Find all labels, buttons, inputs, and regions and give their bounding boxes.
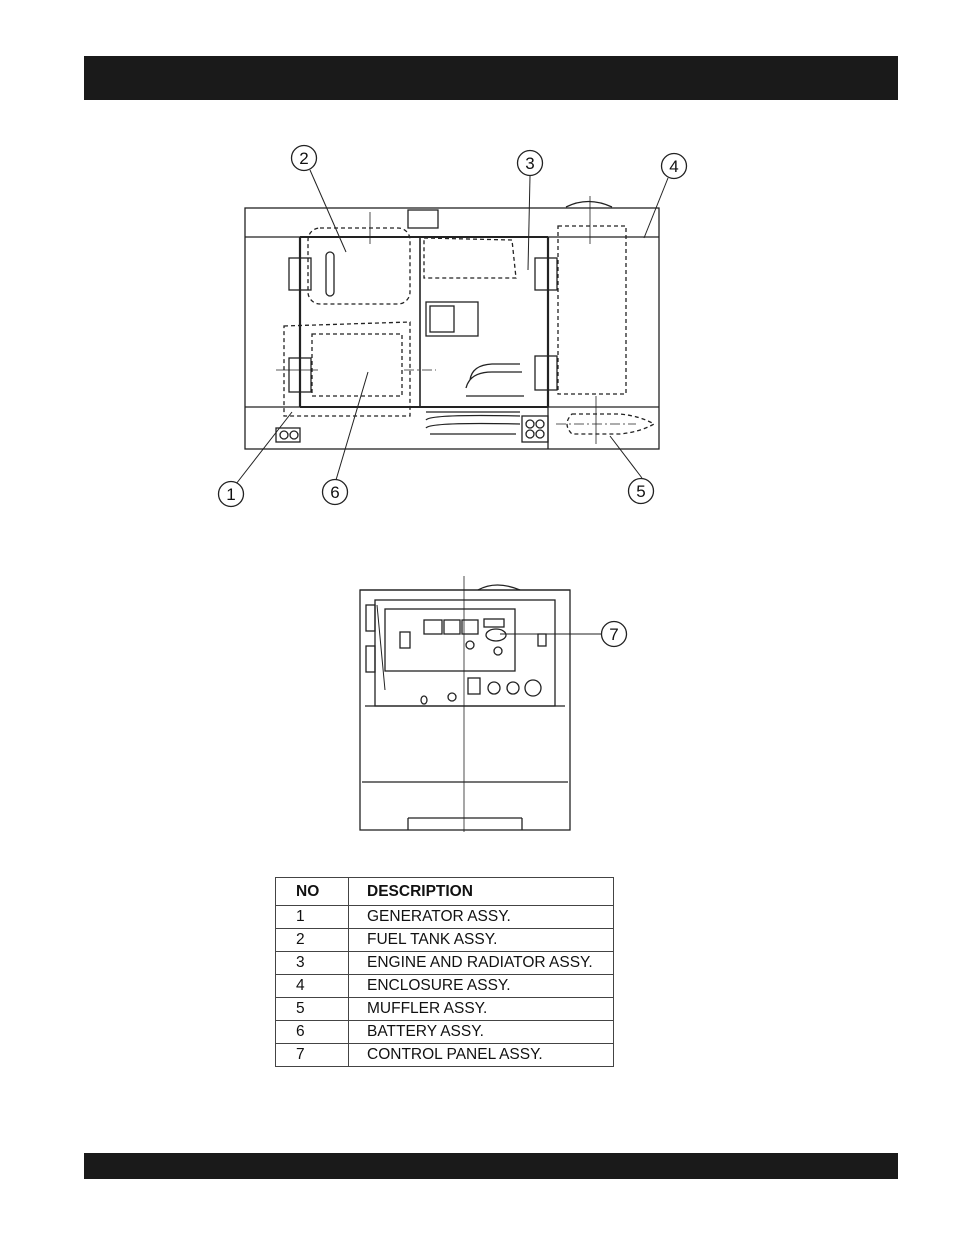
callout-1: 1 [226,485,235,504]
table-header-row: NO DESCRIPTION [276,878,614,906]
parts-list-table: NO DESCRIPTION 1 GENERATOR ASSY. 2 FUEL … [275,877,614,1067]
callout-6: 6 [330,483,339,502]
row-description: ENCLOSURE ASSY. [349,975,614,998]
row-no: 3 [276,952,349,975]
row-description: FUEL TANK ASSY. [349,929,614,952]
row-description: BATTERY ASSY. [349,1021,614,1044]
table-row: 4 ENCLOSURE ASSY. [276,975,614,998]
row-no: 4 [276,975,349,998]
header-description: DESCRIPTION [349,878,614,906]
callout-5: 5 [636,482,645,501]
row-description: ENGINE AND RADIATOR ASSY. [349,952,614,975]
callout-2: 2 [299,149,308,168]
callout-3: 3 [525,154,534,173]
table-row: 2 FUEL TANK ASSY. [276,929,614,952]
table-row: 5 MUFFLER ASSY. [276,998,614,1021]
footer-bar [84,1153,898,1179]
table-row: 6 BATTERY ASSY. [276,1021,614,1044]
header-no: NO [276,878,349,906]
front-view [360,576,570,832]
table-row: 3 ENGINE AND RADIATOR ASSY. [276,952,614,975]
row-no: 5 [276,998,349,1021]
table-row: 1 GENERATOR ASSY. [276,906,614,929]
callout-7: 7 [609,625,618,644]
row-no: 2 [276,929,349,952]
row-no: 7 [276,1044,349,1067]
row-no: 6 [276,1021,349,1044]
row-no: 1 [276,906,349,929]
table-row: 7 CONTROL PANEL ASSY. [276,1044,614,1067]
callout-4: 4 [669,157,678,176]
side-view [245,196,659,449]
row-description: CONTROL PANEL ASSY. [349,1044,614,1067]
row-description: GENERATOR ASSY. [349,906,614,929]
row-description: MUFFLER ASSY. [349,998,614,1021]
